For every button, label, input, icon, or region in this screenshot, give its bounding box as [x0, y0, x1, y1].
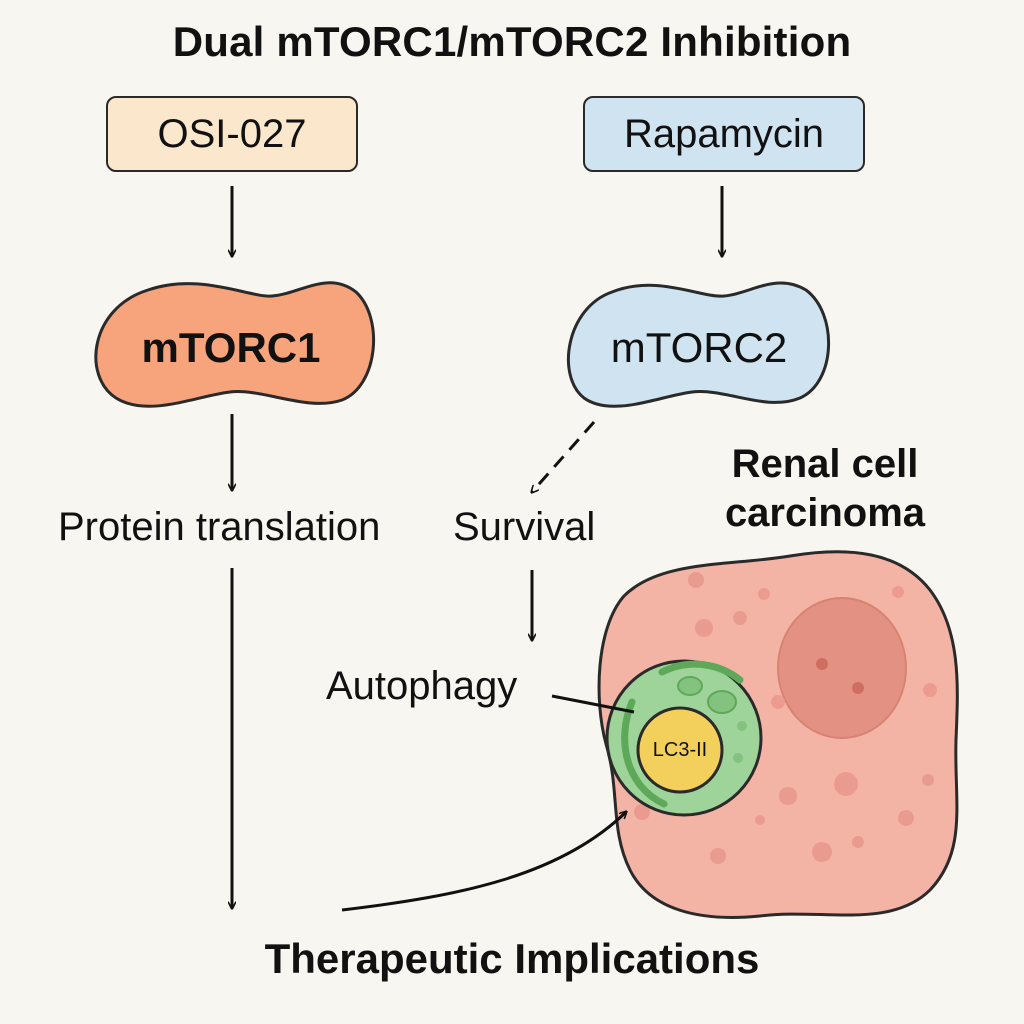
survival-label: Survival	[453, 505, 596, 549]
nucleolus	[816, 658, 828, 670]
mtorc2-blob	[566, 281, 831, 408]
mtorc2-label: mTORC2	[610, 324, 788, 371]
rapamycin-box: Rapamycin	[583, 96, 865, 172]
autophagy-label: Autophagy	[326, 664, 518, 708]
nucleolus	[852, 682, 864, 694]
autophagosome-membrane	[658, 660, 744, 684]
vesicle	[733, 753, 743, 763]
vesicle	[737, 721, 747, 731]
lc3-puncta	[636, 706, 724, 794]
arrow-implications-to-cell	[341, 812, 626, 912]
protein-translation-label: Protein translation	[58, 505, 381, 549]
mtorc1-label: mTORC1	[141, 324, 321, 371]
nucleus	[777, 597, 907, 739]
osi-027-box: OSI-027	[106, 96, 358, 172]
arrow-mtorc2-to-survival	[532, 421, 596, 492]
lc3-ii-label: LC3-II	[652, 738, 708, 761]
renal-cell-carcinoma-label: Renal cell carcinoma	[724, 442, 926, 535]
therapeutic-implications-label: Therapeutic Implications	[264, 935, 760, 982]
vesicle	[707, 690, 737, 714]
mtorc1-blob	[94, 281, 375, 408]
cell-granules	[634, 572, 937, 864]
autophagy-pointer-line	[551, 694, 635, 714]
vesicle	[677, 676, 703, 696]
autophagosome-membrane	[621, 698, 668, 808]
diagram-title: Dual mTORC1/mTORC2 Inhibition	[172, 18, 852, 65]
